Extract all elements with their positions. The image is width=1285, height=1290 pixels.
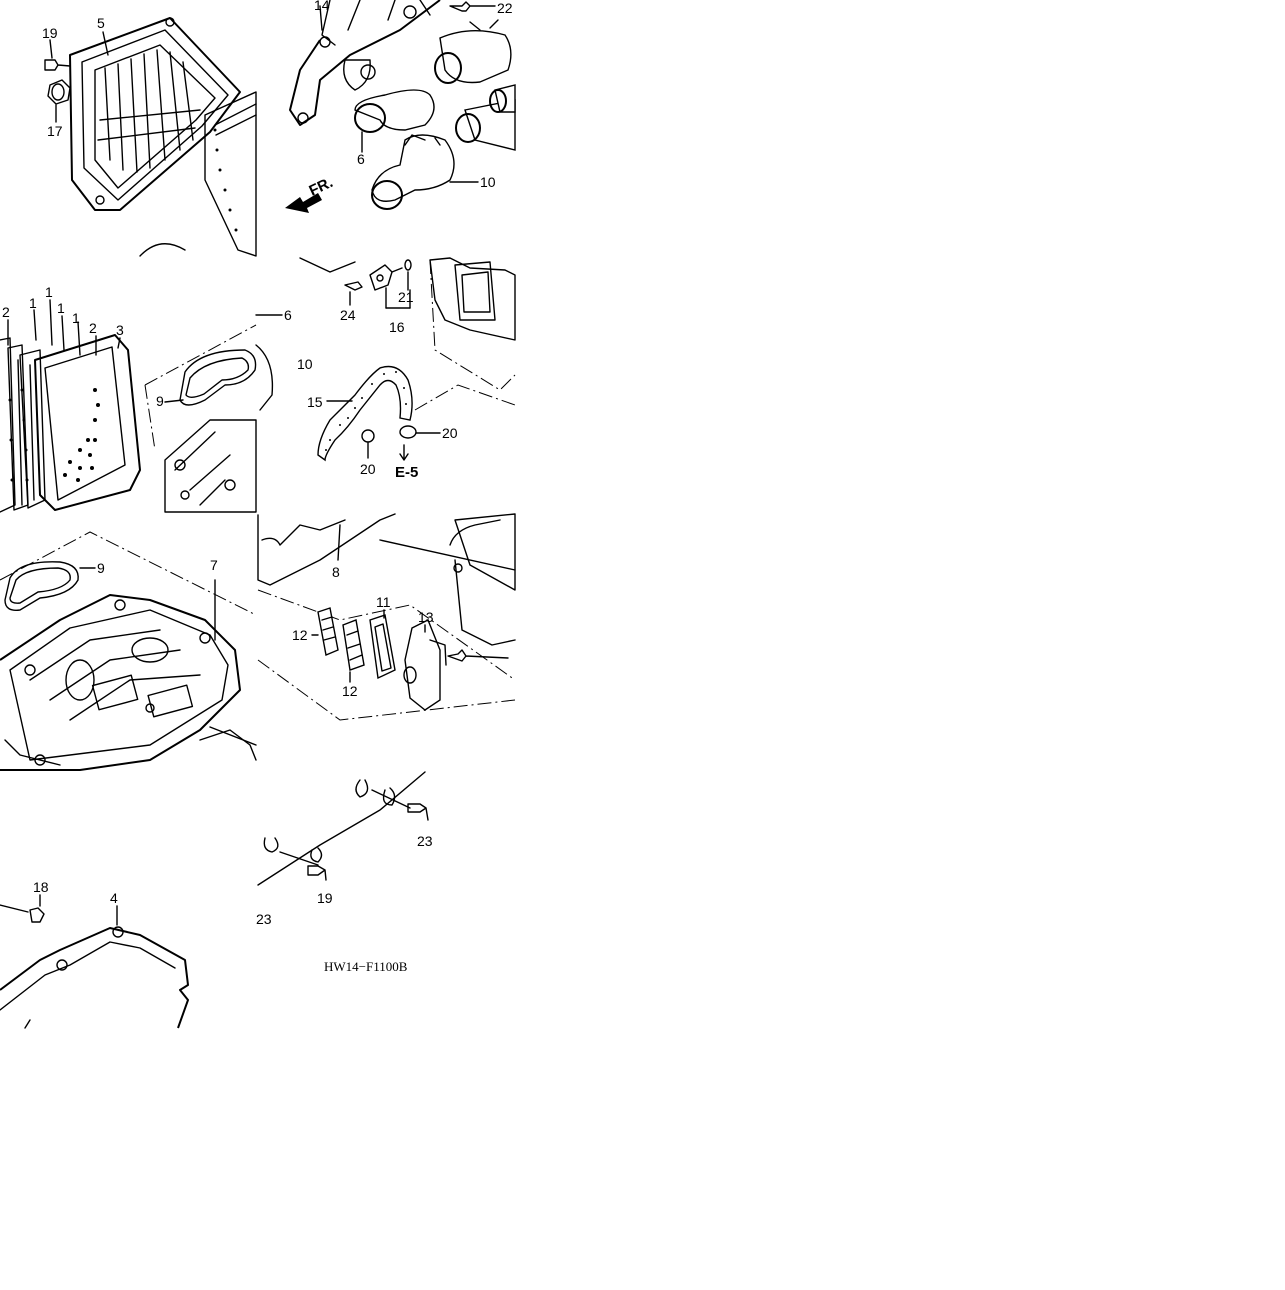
bolt-icon [29, 907, 45, 923]
gasket [4, 561, 79, 611]
front-arrow-icon [285, 193, 322, 213]
tile-breather-hose: 24 21 16 10 15 20 20 E-5 [297, 257, 516, 481]
callout-1: 1 [72, 310, 80, 326]
callout-19: 19 [42, 25, 58, 41]
callout-12: 12 [342, 683, 358, 699]
bolt-icon [44, 59, 71, 71]
callout-13: 13 [418, 609, 434, 625]
tile-tube-manifold: FR. 14 22 6 10 [285, 0, 516, 213]
gasket [179, 349, 257, 406]
manifold-plate [289, 0, 441, 126]
callout-2: 2 [89, 320, 97, 336]
screw-icon [307, 865, 327, 881]
callout-10: 10 [480, 174, 496, 190]
cover [404, 619, 441, 711]
air-cleaner-case [69, 17, 241, 211]
bracket [369, 264, 393, 291]
tile-clips-screws: 23 19 23 [256, 771, 433, 927]
callout-23: 23 [417, 833, 433, 849]
callout-9: 9 [156, 393, 164, 409]
callout-22: 22 [497, 0, 513, 16]
callout-24: 24 [340, 307, 356, 323]
screen [317, 607, 339, 656]
tile-screen-cover: 8 11 13 12 12 [257, 513, 516, 721]
callout-18: 18 [33, 879, 49, 895]
tube [371, 134, 455, 202]
callout-11: 11 [376, 594, 391, 610]
callout-20: 20 [442, 425, 458, 441]
clamp-icon [361, 429, 375, 443]
callout-1: 1 [57, 300, 65, 316]
lower-cover [0, 927, 189, 1029]
callout-23: 23 [256, 911, 272, 927]
bolt-icon [449, 1, 496, 12]
callout-6: 6 [357, 151, 365, 167]
callout-12: 12 [292, 627, 308, 643]
callout-7: 7 [210, 557, 218, 573]
callout-20: 20 [360, 461, 376, 477]
callout-5: 5 [97, 15, 105, 31]
callout-1: 1 [29, 295, 37, 311]
figure-code: HW14−F1100B [324, 959, 408, 974]
callout-2: 2 [2, 304, 10, 320]
tile-case-base: 9 7 [0, 531, 257, 771]
callout-10: 10 [297, 356, 313, 372]
front-direction-label: FR. [307, 174, 336, 200]
tile-filter-stack: 2 1 1 1 1 2 3 9 6 [0, 284, 292, 513]
tile-air-cleaner-case: 19 5 17 [42, 15, 257, 257]
clip-icon [310, 847, 323, 863]
callout-4: 4 [110, 890, 118, 906]
tube [354, 89, 435, 131]
screen [342, 619, 365, 671]
callout-16: 16 [389, 319, 405, 335]
clip-icon [382, 787, 396, 806]
callout-15: 15 [307, 394, 323, 410]
callout-3: 3 [116, 322, 124, 338]
filter-housing [34, 334, 141, 511]
clamp-icon [399, 425, 417, 439]
reference-e5: E-5 [395, 464, 418, 481]
callout-9: 9 [97, 560, 105, 576]
callout-8: 8 [332, 564, 340, 580]
tile-lower-cover: 18 4 [0, 879, 189, 1029]
callout-14: 14 [314, 0, 330, 13]
cap-icon [47, 79, 71, 105]
screw-icon [407, 803, 429, 821]
callout-6: 6 [284, 307, 292, 323]
tube [439, 29, 512, 84]
callout-21: 21 [398, 289, 414, 305]
callout-1: 1 [45, 284, 53, 300]
callout-19: 19 [317, 890, 333, 906]
callout-17: 17 [47, 123, 63, 139]
breather-hose [317, 365, 413, 462]
